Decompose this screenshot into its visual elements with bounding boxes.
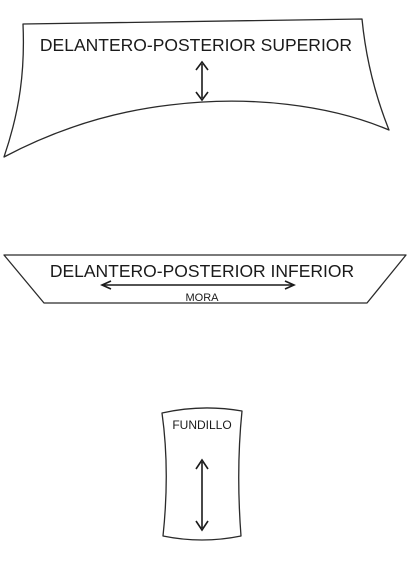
upper-piece-label: DELANTERO-POSTERIOR SUPERIOR xyxy=(40,35,352,55)
upper-grainline-arrow xyxy=(195,60,209,102)
upper-front-back-piece: DELANTERO-POSTERIOR SUPERIOR xyxy=(3,18,390,158)
lower-piece-sublabel: MORA xyxy=(186,292,220,304)
gusset-grainline-arrow xyxy=(195,458,209,532)
gusset-piece: FUNDILLO xyxy=(161,407,243,541)
lower-piece-outline xyxy=(3,254,407,304)
upper-piece-outline xyxy=(3,18,390,158)
lower-grainline-arrow xyxy=(100,280,296,290)
gusset-outline xyxy=(161,407,243,541)
gusset-label: FUNDILLO xyxy=(172,418,231,432)
lower-piece-label: DELANTERO-POSTERIOR INFERIOR xyxy=(50,261,354,281)
lower-front-back-piece: DELANTERO-POSTERIOR INFERIOR MORA xyxy=(3,254,407,304)
